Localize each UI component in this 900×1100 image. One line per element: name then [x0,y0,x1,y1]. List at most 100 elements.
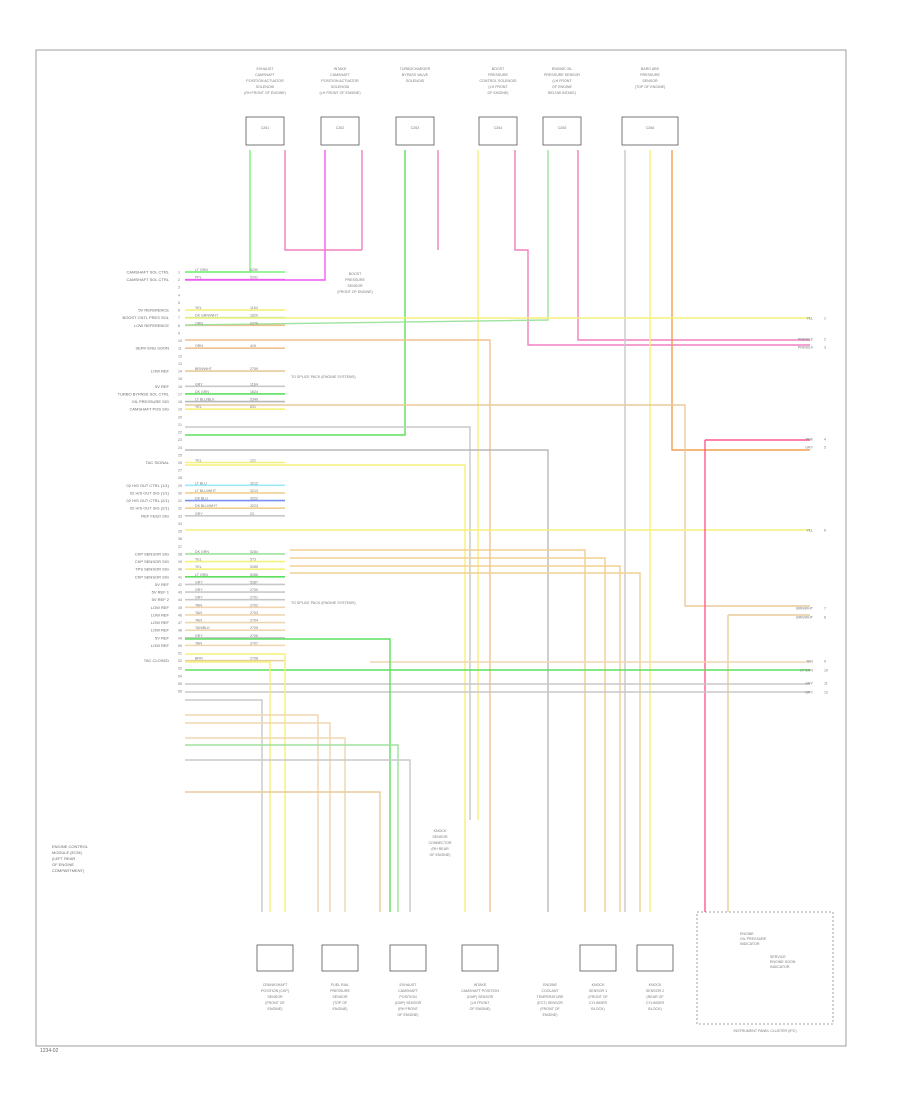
top-component-label: (TOP OF ENGINE) [635,85,665,89]
pin-label: LOW REF [151,612,170,617]
bottom-component-label: BLOCK) [591,1007,604,1011]
wire-run [185,150,251,273]
wire-color-code: YEL [195,565,202,569]
pin-label: CKP SENSOR SIG [135,559,169,564]
pin-label: 5V REFERENCE [138,308,169,313]
bottom-component-label: CRANKSHAFT [263,983,288,987]
bottom-component-label: TEMPERATURE [537,995,564,999]
right-exit-number: 4 [824,438,826,442]
top-component-label: POSITION ACTUATOR [246,79,284,83]
circuit-number: 5284 [250,550,258,554]
wire-run [185,150,326,281]
bottom-component-label: SENSOR [332,995,348,999]
bottom-component-label: CYLINDER [646,1001,665,1005]
pin-number: 21 [178,423,182,427]
circuit-number: 23 [250,512,254,516]
ipc-indicator-label: SERVICE [770,955,786,959]
bottom-component-label: POSITION (CKP) [261,989,289,993]
wire-run [577,150,810,341]
wire-run [284,150,362,251]
circuit-number: 3223 [250,504,258,508]
circuit-number: 2706 [250,634,258,638]
bottom-component-label: (FRONT OF [588,995,608,999]
pin-number: 2 [178,278,180,282]
right-exit-number: 1 [824,317,826,321]
top-component-label: PRESSURE SENSOR [544,73,580,77]
top-component-label: SENSOR [642,79,658,83]
top-component-label: (LH FRONT [552,79,572,83]
top-connector-id: C265 [558,126,567,130]
top-component-label: INTAKE [334,67,347,71]
top-component-box [320,116,360,146]
pin-number: 54 [178,674,182,678]
wire-color-code: GRY [195,588,203,592]
pin-number: 23 [178,438,182,442]
ipc-indicator-label: OIL PRESSURE [740,937,767,941]
pin-number: 51 [178,652,182,656]
ipc-indicator-label: ENGINE SOON [770,960,796,964]
circuit-number: 2701 [250,596,258,600]
wire-run [185,150,406,436]
right-exit-code: YEL [806,317,813,321]
ecm-label-line: OF ENGINE [52,862,74,867]
pin-number: 27 [178,469,182,473]
pin-label: OIL PRESSURE SIG [132,399,169,404]
wire-run [185,339,491,912]
bottom-component-label: INTAKE [474,983,487,987]
ecm-label-line: COMPARTMENT) [52,868,85,873]
bottom-component-label: EXHAUST [400,983,418,987]
wire-color-code: GRY [195,382,203,386]
circuit-number: 2270 [250,321,258,325]
pin-number: 45 [178,606,182,610]
pin-number: 29 [178,484,182,488]
top-component-box [395,116,435,146]
pin-number: 8 [178,324,180,328]
circuit-number: 2704 [250,619,258,623]
right-exit-code: TAN [806,660,813,664]
ecm-label-line: (LEFT REAR [52,856,75,861]
wire-color-code: YEL [195,459,202,463]
pin-number: 24 [178,446,182,450]
pin-number: 5 [178,301,180,305]
top-component-label: POSITION ACTUATOR [321,79,359,83]
pin-number: 16 [178,385,182,389]
circuit-number: 573 [250,558,256,562]
right-exit-number: 11 [824,682,828,686]
bottom-component-label: PRESSURE [330,989,350,993]
ipc-indicator-label: INDICATOR [770,965,790,969]
wire-run [290,557,606,912]
pin-number: 1 [178,271,180,275]
pin-label: LOW REF [151,643,170,648]
bottom-component-label: (CMP) SENSOR [467,995,494,999]
pin-number: 34 [178,522,182,526]
bottom-component-label: POSITION [399,995,417,999]
bottom-component-label: ENGINE) [268,1007,283,1011]
circuit-number: 3212 [250,481,258,485]
pin-label: TAC CLOSED [144,658,169,663]
top-component-label: SOLENOID [406,79,425,83]
pin-label: CKP SENSOR SIG [135,574,169,579]
bottom-component-label: SENSOR 2 [646,989,664,993]
pin-label: 02 H/S OUT CTRL (2/1) [127,498,170,503]
pin-number: 40 [178,568,182,572]
pin-number: 12 [178,354,182,358]
top-component-label: TURBOCHARGER [400,67,431,71]
wire-run [185,464,466,912]
pin-label: LOW REF [151,628,170,633]
bottom-component-label: (FRONT OF [540,1007,560,1011]
pin-number: 13 [178,362,182,366]
splice-label: CONNECTOR [428,841,451,845]
wire-color-code: GRY [195,512,203,516]
pin-number: 26 [178,461,182,465]
pin-label: 5V REF [155,384,170,389]
wire-color-code: LT BLU/WHT [195,489,217,493]
splice-label: OF ENGINE) [430,853,451,857]
wire-color-code: LT GRN [195,573,208,577]
pin-label: 5V REF 2 [152,597,170,602]
pin-number: 36 [178,537,182,541]
top-component-box [478,116,518,146]
pin-label: 5V REF [155,582,170,587]
ipc-label: INSTRUMENT PANEL CLUSTER (IPC) [733,1029,796,1033]
wire-color-code: TAN [195,603,202,607]
right-exit-code: YEL [806,529,813,533]
